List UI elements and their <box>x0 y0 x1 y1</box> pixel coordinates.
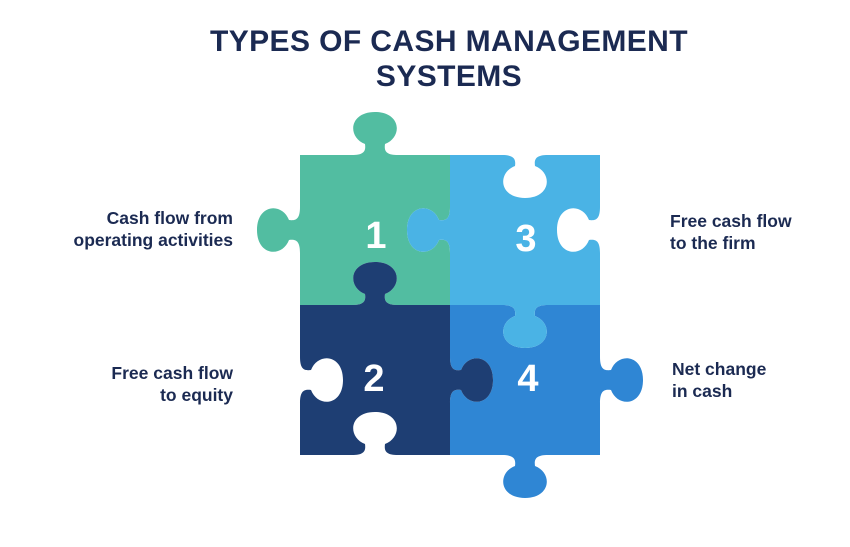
piece-number-3: 3 <box>515 218 536 260</box>
page-title: TYPES OF CASH MANAGEMENT SYSTEMS <box>210 24 688 94</box>
label-net-change-in-cash: Net change in cash <box>672 358 766 402</box>
label-line: to the firm <box>670 233 756 253</box>
label-line: to equity <box>160 385 233 405</box>
piece-number-4: 4 <box>517 358 538 400</box>
puzzle-piece-4 <box>450 305 643 498</box>
label-line: Net change <box>672 359 767 379</box>
label-cash-flow-from-operating-activities: Cash flow from operating activities <box>74 207 234 251</box>
label-line: Free cash flow <box>670 211 792 231</box>
label-free-cash-flow-to-equity: Free cash flow to equity <box>111 362 233 406</box>
label-line: in cash <box>672 381 733 401</box>
page-title-line-2: SYSTEMS <box>375 60 523 93</box>
puzzle-piece-2 <box>300 262 493 455</box>
label-line: Cash flow from <box>106 208 233 228</box>
puzzle-piece-3 <box>407 155 600 348</box>
piece-number-2: 2 <box>363 358 384 400</box>
piece-number-1: 1 <box>365 215 386 257</box>
label-line: operating activities <box>73 230 234 250</box>
puzzle-piece-1 <box>257 112 450 305</box>
label-line: Free cash flow <box>111 363 233 383</box>
label-free-cash-flow-to-the-firm: Free cash flow to the firm <box>670 210 792 254</box>
page-title-line-1: TYPES OF CASH MANAGEMENT <box>210 25 688 58</box>
